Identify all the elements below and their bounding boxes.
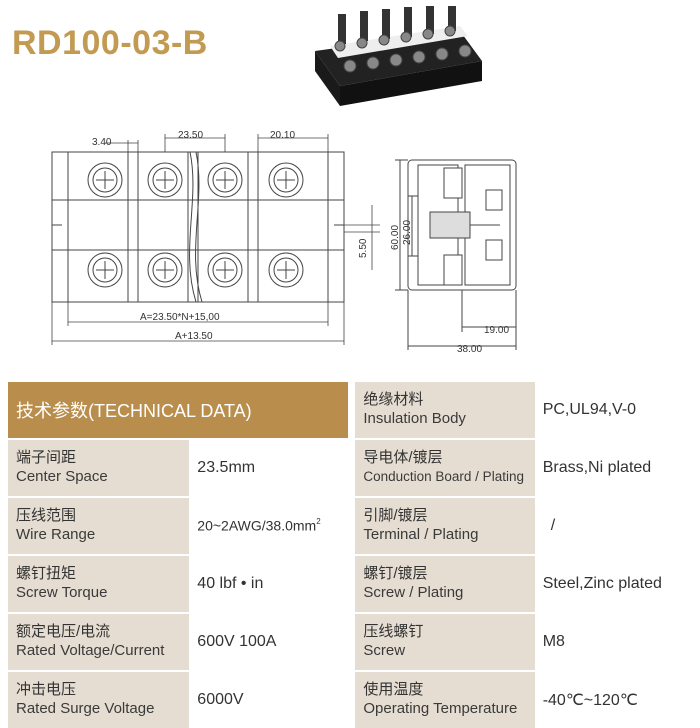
table-row: 端子间距 Center Space 23.5mm 导电体/镀层 Conduction… — [8, 438, 698, 496]
dim-26-00: 26.00 — [402, 220, 413, 245]
product-photo — [315, 6, 482, 106]
product-title: RD100-03-B — [12, 24, 208, 62]
value-cell: 20~2AWG/38.0mm2 — [189, 496, 349, 554]
value-cell: 23.5mm — [189, 438, 349, 496]
dim-5-50: 5.50 — [358, 238, 369, 258]
label-cn: 额定电压/电流 — [16, 623, 111, 640]
label-en: Screw Torque — [16, 584, 108, 601]
dim-formula-a: A=23.50*N+15,00 — [140, 312, 220, 323]
value-cell: 600V 100A — [189, 612, 349, 670]
label-cn: 压线范围 — [16, 507, 77, 524]
table-row: 螺钉扭矩 Screw Torque 40 lbf • in 螺钉/镀层 Screw … — [8, 554, 698, 612]
value-cell: M8 — [534, 612, 698, 670]
label-en: Rated Surge Voltage — [16, 700, 155, 717]
label-en: Operating Temperature — [363, 700, 518, 717]
label-cn: 绝缘材料 — [363, 391, 424, 408]
label-en: Rated Voltage/Current — [16, 642, 165, 659]
table-header: 技术参数(TECHNICAL DATA) — [8, 380, 349, 438]
value-text: 20~2AWG/38.0mm — [197, 517, 317, 534]
table-row: 额定电压/电流 Rated Voltage/Current 600V 100A 压… — [8, 612, 698, 670]
dim-23-50: 23.50 — [178, 130, 203, 141]
label-en: Conduction Board / Plating — [363, 469, 524, 484]
value-cell: / — [534, 496, 698, 554]
table-row: 压线范围 Wire Range 20~2AWG/38.0mm2 引脚/镀层 Term… — [8, 496, 698, 554]
screw-icons — [87, 162, 304, 288]
table-row: 技术参数(TECHNICAL DATA) 绝缘材料 Insulation Body… — [8, 380, 698, 438]
label-cn: 引脚/镀层 — [363, 507, 428, 524]
dim-20-10: 20.10 — [270, 130, 295, 141]
value-cell: Steel,Zinc plated — [534, 554, 698, 612]
value-cell: 6000V — [189, 670, 349, 728]
value-cell: Brass,Ni plated — [534, 438, 698, 496]
value-cell: -40℃~120℃ — [534, 670, 698, 728]
dim-60-00: 60.00 — [390, 225, 401, 250]
technical-drawing: 3.40 23.50 20.10 A=23.50*N+15,00 A+13.50… — [51, 130, 517, 355]
value-cell: PC,UL94,V-0 — [534, 380, 698, 438]
dim-38-00: 38.00 — [457, 344, 482, 355]
label-en: Wire Range — [16, 526, 96, 543]
label-cn: 螺钉/镀层 — [363, 565, 428, 582]
label-en: Screw / Plating — [363, 584, 464, 601]
label-en: Screw — [363, 642, 406, 659]
value-sup: 2 — [316, 516, 321, 526]
dim-formula-total: A+13.50 — [175, 331, 213, 342]
label-cn: 压线螺钉 — [363, 623, 424, 640]
value-cell: 40 lbf • in — [189, 554, 349, 612]
label-cn: 导电体/镀层 — [363, 449, 443, 466]
label-cn: 使用温度 — [363, 681, 424, 698]
dim-19-00: 19.00 — [484, 325, 509, 336]
label-en: Center Space — [16, 468, 108, 485]
label-cn: 冲击电压 — [16, 681, 77, 698]
label-en: Terminal / Plating — [363, 526, 479, 543]
label-cn: 端子间距 — [16, 449, 77, 466]
table-row: 冲击电压 Rated Surge Voltage 6000V 使用温度 Operat… — [8, 670, 698, 728]
dim-3-40: 3.40 — [92, 137, 112, 148]
technical-data-table: 技术参数(TECHNICAL DATA) 绝缘材料 Insulation Body… — [8, 380, 698, 728]
label-en: Insulation Body — [363, 410, 466, 427]
label-cn: 螺钉扭矩 — [16, 565, 77, 582]
